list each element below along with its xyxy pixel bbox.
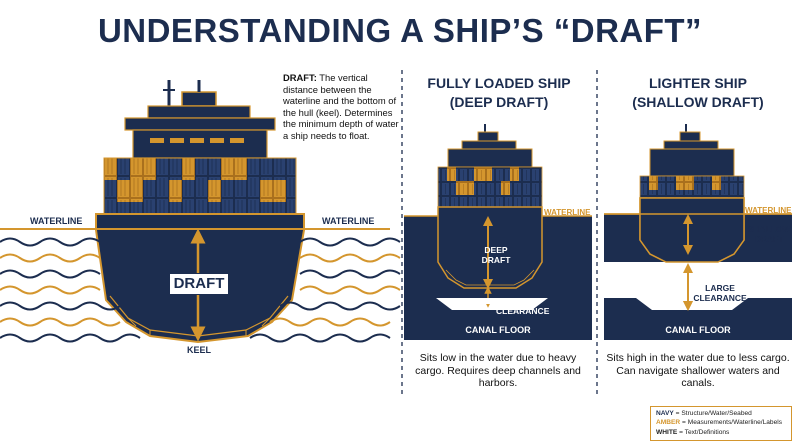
main-waves (0, 237, 401, 343)
large-clearance-label: LARGE CLEARANCE (692, 283, 748, 303)
legend-row-amber: AMBER = Measurements/Waterline/Labels (656, 418, 786, 427)
loaded-caption: Sits low in the water due to heavy cargo… (415, 352, 581, 389)
shallow-draft-line2: DRAFT (754, 234, 784, 244)
definition-term: DRAFT: (283, 72, 317, 83)
main-waterline-right-label: WATERLINE (322, 216, 375, 226)
lighter-title-line1: LIGHTER SHIP (648, 75, 747, 91)
draft-definition: DRAFT: The vertical distance between the… (283, 72, 401, 142)
lighter-ship (604, 124, 792, 340)
page-title: UNDERSTANDING A SHIP’S “DRAFT” (97, 12, 703, 49)
legend-key-white: WHITE (656, 428, 678, 436)
loaded-panel-title: FULLY LOADED SHIP (DEEP DRAFT) (404, 74, 594, 112)
loaded-waterline-label: WATERLINE (544, 208, 591, 217)
large-clearance-line2: CLEARANCE (693, 293, 747, 303)
main-draft-label: DRAFT (169, 273, 229, 295)
shallow-draft-line1: SHALLOW (747, 224, 791, 234)
lighter-title-line2: (SHALLOW DRAFT) (632, 94, 764, 110)
loaded-title-line2: (DEEP DRAFT) (449, 94, 549, 110)
definition-text: The vertical distance between the waterl… (283, 72, 399, 141)
main-ship (95, 80, 305, 344)
keel-label: KEEL (187, 345, 212, 355)
color-legend: NAVY = Structure/Water/Seabed AMBER = Me… (650, 406, 792, 441)
loaded-clearance-label: CLEARANCE (496, 306, 550, 316)
lighter-panel-title: LIGHTER SHIP (SHALLOW DRAFT) (600, 74, 796, 112)
legend-value-amber: = Measurements/Waterline/Labels (680, 419, 783, 427)
large-clearance-line1: LARGE (705, 283, 735, 293)
loaded-ship (404, 124, 592, 340)
lighter-caption: Sits high in the water due to less cargo… (606, 352, 790, 389)
legend-row-white: WHITE = Text/Definitions (656, 428, 786, 437)
loaded-title-line1: FULLY LOADED SHIP (427, 75, 571, 91)
legend-row-navy: NAVY = Structure/Water/Seabed (656, 409, 786, 418)
deep-draft-line2: DRAFT (481, 255, 511, 265)
legend-key-navy: NAVY (656, 410, 674, 417)
loaded-canal-floor-label: CANAL FLOOR (465, 325, 531, 335)
lighter-waterline-label: WATERLINE (745, 206, 792, 215)
deep-draft-line1: DEEP (484, 245, 508, 255)
deep-draft-label: DEEP DRAFT (472, 245, 520, 265)
legend-value-navy: = Structure/Water/Seabed (673, 410, 752, 417)
legend-value-white: = Text/Definitions (677, 428, 730, 436)
lighter-canal-floor-label: CANAL FLOOR (665, 325, 731, 335)
legend-key-amber: AMBER (656, 419, 681, 427)
main-waterline-left-label: WATERLINE (30, 216, 83, 226)
shallow-draft-label: SHALLOW DRAFT (744, 224, 794, 244)
